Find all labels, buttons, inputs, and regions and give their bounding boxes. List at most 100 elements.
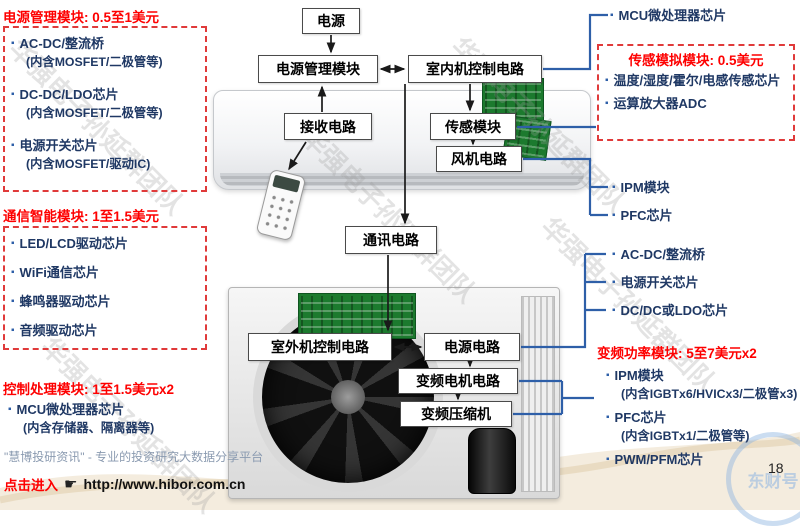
list-item: ▪ AC-DC/整流桥 [11,34,199,53]
list-item: ▪ LED/LCD驱动芯片 [11,234,199,253]
list-item: ▪ IPM模块 [606,366,798,385]
list-item: ▪ 电源开关芯片 [11,136,199,155]
list-item-sub: (内含存储器、隔离器等) [23,421,155,435]
power-module-box: ▪ AC-DC/整流桥 (内含MOSFET/二极管等) ▪ DC-DC/LDO芯… [3,26,207,192]
footer-link-row: 点击进入 ☛ http://www.hibor.com.cn [4,474,246,494]
list-item: ▪ 音频驱动芯片 [11,321,199,340]
sensor-module-box: 传感模拟模块: 0.5美元 ▪ 温度/湿度/霍尔/电感传感芯片 ▪ 运算放大器A… [597,44,795,141]
page-number: 18 [768,460,784,476]
list-item-label: AC-DC/整流桥 [19,36,105,51]
list-item: ▪ PFC芯片 [612,206,792,225]
list-item-sub: (内含IGBTx6/HVICx3/二极管x3) [621,387,798,401]
comm-module-title: 通信智能模块: 1至1.5美元 [3,205,159,226]
bullet-icon: ▪ [606,370,610,381]
bullet-icon: ▪ [605,75,609,86]
list-item-label: AC-DC/整流桥 [620,247,706,262]
flow-box-power-mgmt: 电源管理模块 [258,55,378,83]
list-item-sub: (内含MOSFET/二极管等) [26,55,163,69]
bullet-icon: ▪ [612,305,616,316]
bullet-icon: ▪ [612,277,616,288]
bullet-icon: ▪ [606,412,610,423]
fan-items-list: ▪ IPM模块 ▪ PFC芯片 [612,178,792,225]
bullet-icon: ▪ [11,140,15,151]
click-enter-link[interactable]: 点击进入 [4,478,58,493]
power-module-title-text: 电源管理模块: 0.5至1美元 [3,10,160,25]
bullet-icon: ▪ [11,325,15,336]
list-item: ▪ AC-DC/整流桥 [612,245,796,264]
list-item-label: 运算放大器ADC [613,96,707,111]
fan-hub [331,380,365,414]
comm-module-title-text: 通信智能模块: 1至1.5美元 [3,209,160,224]
list-item-sub: (内含IGBTx1/二极管等) [621,429,750,443]
flow-box-power-circuit: 电源电路 [424,333,520,361]
bullet-icon: ▪ [11,38,15,49]
compressor-image [468,428,516,494]
list-item-label: MCU微处理器芯片 [618,8,727,23]
list-item-label: DC-DC/LDO芯片 [19,87,119,102]
list-item-label: 温度/湿度/霍尔/电感传感芯片 [613,73,781,88]
flow-box-indoor-ctrl: 室内机控制电路 [408,55,542,83]
bullet-icon: ▪ [612,249,616,260]
inverter-module-title: 变频功率模块: 5至7美元x2 [597,342,757,363]
bullet-icon: ▪ [11,296,15,307]
list-item-label: 电源开关芯片 [620,275,699,290]
list-item: ▪ 温度/湿度/霍尔/电感传感芯片 [605,71,787,90]
flow-box-inverter-motor: 变频电机电路 [398,368,518,394]
list-item: ▪ 电源开关芯片 [612,273,796,292]
list-item: ▪ PFC芯片 [606,408,798,427]
brand-text: "慧博投研资讯" - 专业的投资研究大数据分享平台 [4,450,264,464]
list-item: ▪ WiFi通信芯片 [11,263,199,282]
remote-keys [261,192,297,236]
bullet-icon: ▪ [11,89,15,100]
bullet-icon: ▪ [606,454,610,465]
list-item: ▪ PWM/PFM芯片 [606,450,798,469]
list-item-label: WiFi通信芯片 [19,265,99,280]
remote-screen [272,174,301,193]
list-item: ▪ DC/DC或LDO芯片 [612,301,796,320]
indoor-vent [220,173,584,186]
list-item-label: PWM/PFM芯片 [614,452,704,467]
outdoor-grille [521,296,555,492]
comm-module-box: ▪ LED/LCD驱动芯片 ▪ WiFi通信芯片 ▪ 蜂鸣器驱动芯片 ▪ 音频驱… [3,226,207,350]
control-module-title: 控制处理模块: 1至1.5美元x2 [3,378,174,399]
outdoor-pcb-image [298,293,416,339]
list-item: ▪ 运算放大器ADC [605,94,787,113]
list-item-label: PFC芯片 [614,410,667,425]
list-item-label: IPM模块 [614,368,664,383]
hibor-url-link[interactable]: http://www.hibor.com.cn [83,476,246,492]
list-item: ▪ 蜂鸣器驱动芯片 [11,292,199,311]
list-item-label: DC/DC或LDO芯片 [620,303,729,318]
list-item-label: MCU微处理器芯片 [16,402,125,417]
flow-box-receiver: 接收电路 [284,113,372,140]
list-item-label: LED/LCD驱动芯片 [19,236,128,251]
flow-box-comm: 通讯电路 [345,226,437,254]
sensor-module-title: 传感模拟模块: 0.5美元 [628,53,764,68]
bullet-icon: ▪ [11,267,15,278]
list-item: ▪ IPM模块 [612,178,792,197]
list-item: ▪ DC-DC/LDO芯片 [11,85,199,104]
list-item-sub: (内含MOSFET/驱动IC) [26,157,151,171]
power-items-list: ▪ AC-DC/整流桥 ▪ 电源开关芯片 ▪ DC/DC或LDO芯片 [612,245,796,320]
flow-box-sensor: 传感模块 [430,113,516,140]
list-item-label: PFC芯片 [620,208,673,223]
list-item-label: 电源开关芯片 [19,138,98,153]
list-item-label: IPM模块 [620,180,670,195]
bullet-icon: ▪ [610,10,614,21]
inverter-module-title-text: 变频功率模块: 5至7美元x2 [597,346,757,361]
list-item-label: 音频驱动芯片 [19,323,98,338]
click-hand-icon: ☛ [64,476,78,493]
bullet-icon: ▪ [612,182,616,193]
mcu-item: ▪ MCU微处理器芯片 [610,6,796,25]
flow-box-power: 电源 [302,8,360,34]
bullet-icon: ▪ [11,238,15,249]
bullet-icon: ▪ [605,98,609,109]
control-module-list: ▪ MCU微处理器芯片 (内含存储器、隔离器等) [8,400,213,437]
list-item-label: 蜂鸣器驱动芯片 [19,294,111,309]
list-item: ▪ MCU微处理器芯片 [8,400,213,419]
inverter-module-list: ▪ IPM模块 (内含IGBTx6/HVICx3/二极管x3) ▪ PFC芯片 … [606,366,798,469]
bullet-icon: ▪ [8,404,12,415]
bullet-icon: ▪ [612,210,616,221]
control-module-title-text: 控制处理模块: 1至1.5美元x2 [3,382,175,397]
flow-box-fan: 风机电路 [436,146,522,172]
list-item-sub: (内含MOSFET/二极管等) [26,106,163,120]
